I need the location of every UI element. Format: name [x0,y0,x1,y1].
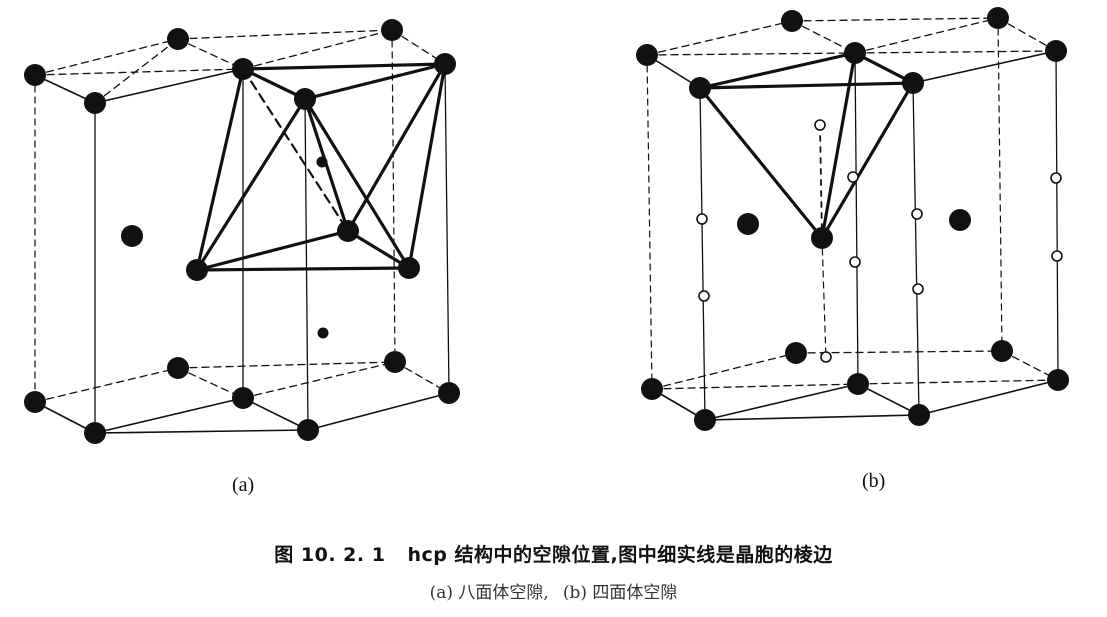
subcaption-b: (b) 四面体空隙 [562,583,678,603]
atom [785,342,807,364]
atom [337,220,359,242]
tetrahedral-site [1050,172,1062,184]
atom [167,357,189,379]
tetrahedral-site [912,283,924,295]
subfigure-a-drawing [34,29,450,434]
atom [949,209,971,231]
tetrahedral-site [911,208,923,220]
atom [384,351,406,373]
atom [847,373,869,395]
tetrahedral-site [847,171,859,183]
tetrahedral-site [698,290,710,302]
atom [232,387,254,409]
atom [84,422,106,444]
atom [398,257,420,279]
atom [167,28,189,50]
tetrahedral-site [696,213,708,225]
tetrahedral-sites-b [696,119,1063,363]
atom [987,7,1009,29]
atom [434,53,456,75]
atom [636,44,658,66]
atom [844,42,866,64]
atom [24,391,46,413]
tetrahedral-site [814,119,826,131]
tetrahedral-site [820,351,832,363]
atom [438,382,460,404]
subfigure-a-label: (a) [232,474,255,496]
atom [781,10,803,32]
atom [297,419,319,441]
figure-number: 图 10. 2. 1 [274,544,386,566]
atom [991,340,1013,362]
atom [232,58,254,80]
atom [24,64,46,86]
atom [186,259,208,281]
tetrahedral-site [849,256,861,268]
atom [1047,369,1069,391]
subfigure-b-label: (b) [862,470,886,492]
atom [694,409,716,431]
atom [84,92,106,114]
octahedral-site [316,156,328,168]
atom [1045,40,1067,62]
octahedral-site [317,327,329,339]
atom [908,404,930,426]
atoms-a [24,19,460,444]
atom [902,72,924,94]
atom [689,77,711,99]
caption-text: hcp 结构中的空隙位置,图中细实线是晶胞的棱边 [407,544,833,566]
tetrahedral-site [1051,250,1063,262]
atom [121,225,143,247]
atom [737,213,759,235]
atom [294,88,316,110]
figure-caption: 图 10. 2. 1 hcp 结构中的空隙位置,图中细实线是晶胞的棱边 [0,540,1107,567]
subcaption-a: (a) 八面体空隙, [429,583,549,603]
figure-subcaption: (a) 八面体空隙, (b) 四面体空隙 [0,578,1107,603]
subfigure-b-drawing [646,17,1059,421]
atom [641,378,663,400]
atom [381,19,403,41]
atom [811,227,833,249]
atoms-b [636,7,1069,431]
